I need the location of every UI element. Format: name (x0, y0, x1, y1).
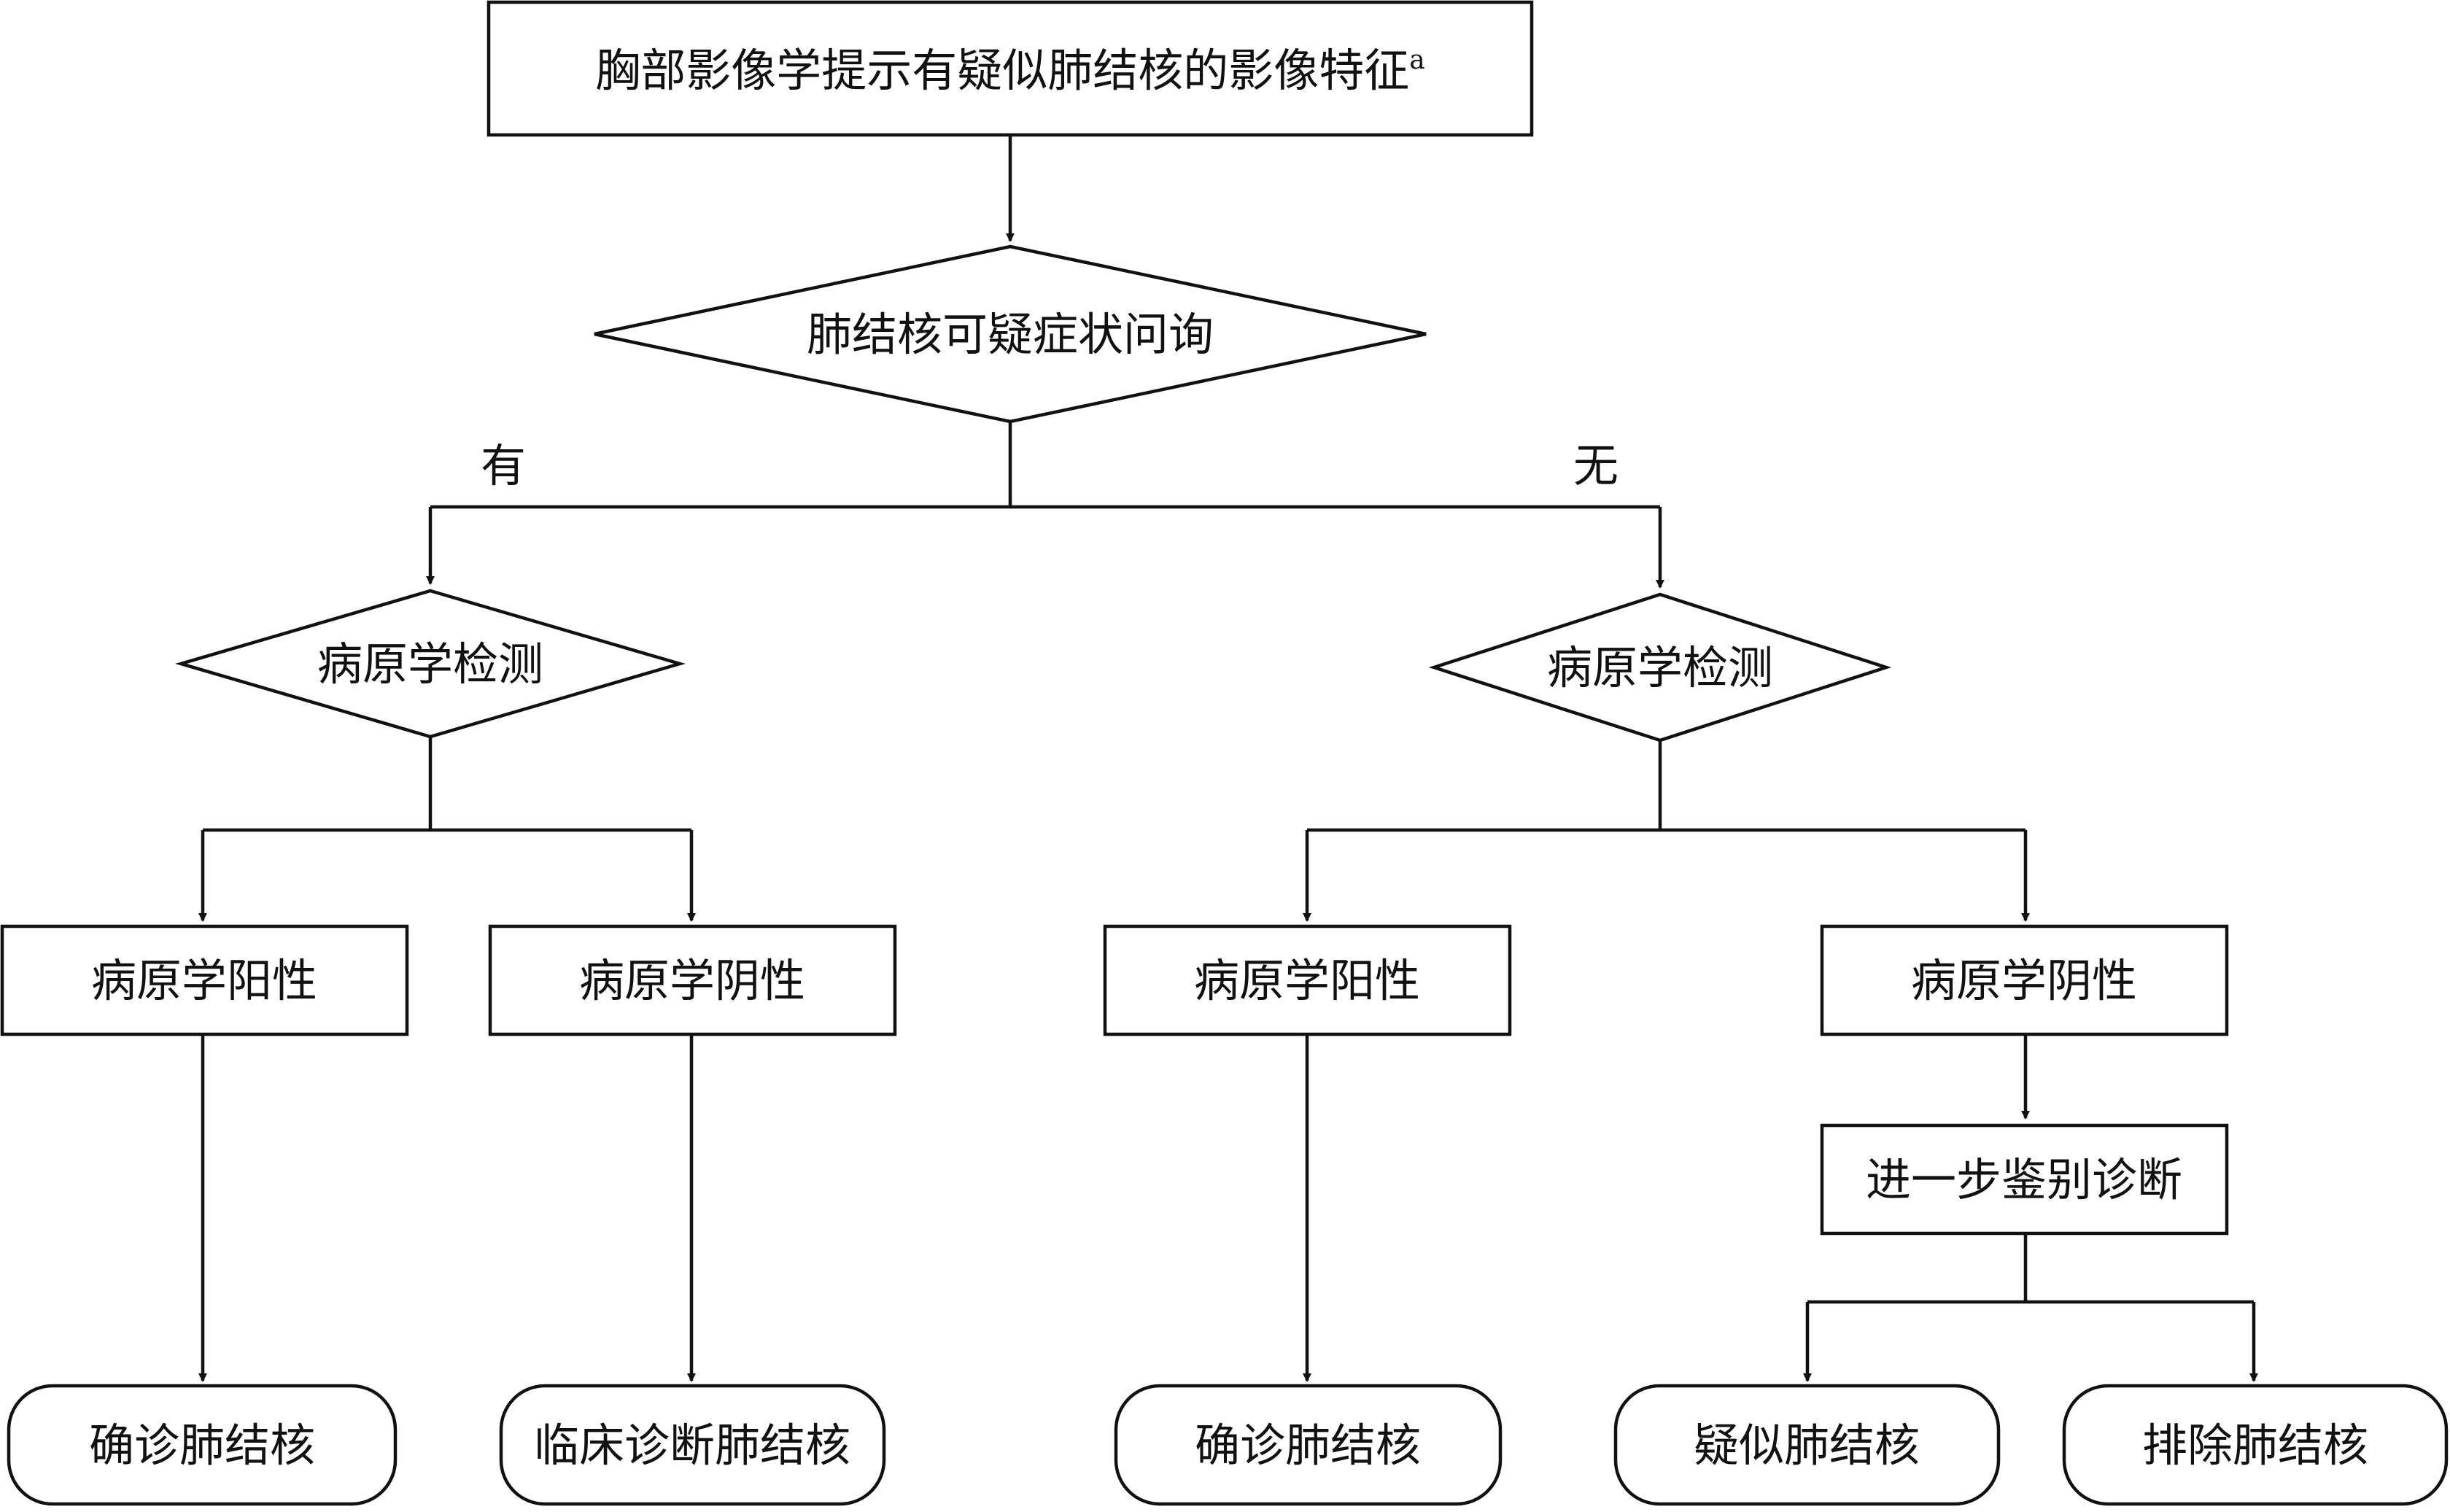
clinical-diagnosis-label: 临床诊断肺结核 (534, 1419, 850, 1472)
left-negative-label: 病原学阴性 (579, 954, 805, 1007)
right-negative-box (1820, 924, 2229, 1036)
excluded-result (2062, 1384, 2449, 1506)
left-decision-label: 病原学检测 (317, 637, 543, 691)
top-box (486, 0, 1534, 137)
left-negative-box (488, 924, 897, 1036)
right-negative-label: 病原学阴性 (1911, 954, 2137, 1007)
right-confirmed-label: 确诊肺结核 (1195, 1419, 1421, 1472)
suspected-result (1613, 1384, 2001, 1506)
left-positive-box (0, 924, 409, 1036)
decision-main-label: 肺结核可疑症状问询 (807, 308, 1214, 361)
right-positive-label: 病原学阳性 (1194, 954, 1420, 1007)
top-box-label: 胸部影像学提示有疑似肺结核的影像特征a (595, 44, 1424, 97)
right-decision-label: 病原学检测 (1547, 641, 1773, 694)
left-confirmed-label: 确诊肺结核 (89, 1419, 315, 1472)
suspected-label: 疑似肺结核 (1694, 1419, 1920, 1472)
right-confirmed-result (1114, 1384, 1503, 1506)
further-diagnosis-label: 进一步鉴别诊断 (1866, 1153, 2182, 1206)
top-box-superscript: a (1409, 45, 1424, 75)
branch-yes-label: 有 (481, 439, 526, 492)
left-positive-label: 病原学阳性 (91, 954, 317, 1007)
clinical-diagnosis-result (499, 1384, 886, 1506)
further-diagnosis-box (1820, 1123, 2229, 1236)
branch-no-label: 无 (1573, 439, 1619, 492)
right-positive-box (1103, 924, 1512, 1036)
left-confirmed-result (7, 1384, 398, 1506)
excluded-label: 排除肺结核 (2142, 1419, 2368, 1472)
